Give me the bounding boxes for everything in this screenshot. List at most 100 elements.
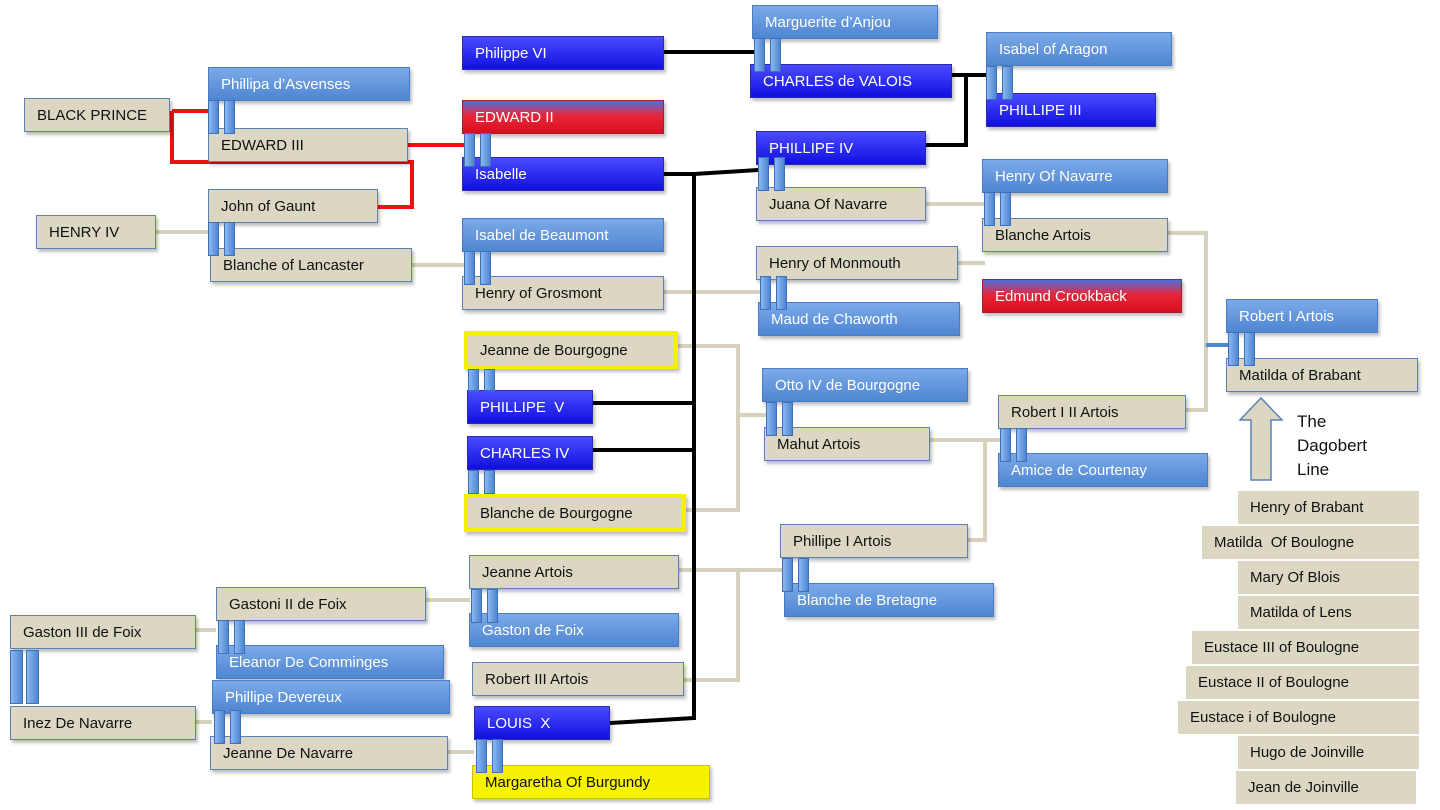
person-box[interactable]: Edmund Crookback <box>982 279 1182 313</box>
marriage-link-marker <box>214 710 225 744</box>
marriage-link-marker <box>492 739 503 773</box>
person-box[interactable]: Blanche de Bourgogne <box>464 494 686 532</box>
marriage-link-marker <box>782 402 793 436</box>
marriage-link-marker <box>480 251 491 285</box>
person-box[interactable]: Jeanne de Bourgogne <box>464 331 678 369</box>
marriage-link-marker <box>1244 332 1255 366</box>
marriage-link-marker <box>782 558 793 592</box>
marriage-link-marker <box>468 369 479 391</box>
dagobert-ancestor[interactable]: Jean de Joinville <box>1236 771 1416 805</box>
person-box[interactable]: Jeanne De Navarre <box>210 736 448 770</box>
marriage-link-marker <box>1228 332 1239 366</box>
person-box[interactable]: Inez De Navarre <box>10 706 196 740</box>
marriage-link-marker <box>476 739 487 773</box>
marriage-link-marker <box>468 470 479 494</box>
person-box[interactable]: PHILLIPE V <box>467 390 593 424</box>
marriage-link-marker <box>234 620 245 654</box>
dagobert-ancestor[interactable]: Eustace II of Boulogne <box>1186 666 1419 700</box>
marriage-link-marker <box>1000 428 1011 462</box>
marriage-link-marker <box>766 402 777 436</box>
person-box[interactable]: Gaston de Foix <box>469 613 679 647</box>
person-box[interactable]: Philippe VI <box>462 36 664 70</box>
person-box[interactable]: CHARLES IV <box>467 436 593 470</box>
marriage-link-marker <box>986 66 997 100</box>
marriage-link-marker <box>208 100 219 134</box>
dagobert-ancestor[interactable]: Matilda Of Boulogne <box>1202 526 1419 560</box>
person-box[interactable]: Phillipa d’Asvenses <box>208 67 410 101</box>
label-line: The <box>1297 412 1327 431</box>
person-box[interactable]: Isabelle <box>462 157 664 191</box>
dagobert-ancestor[interactable]: Mary Of Blois <box>1238 561 1419 595</box>
marriage-link-marker <box>754 38 765 72</box>
person-box[interactable]: PHILLIPE III <box>986 93 1156 127</box>
label-line: Dagobert <box>1297 436 1367 455</box>
person-box[interactable]: Henry Of Navarre <box>982 159 1168 193</box>
person-box[interactable]: Robert III Artois <box>472 662 684 696</box>
marriage-link-marker <box>230 710 241 744</box>
red-connectors <box>170 109 464 209</box>
marriage-link-marker <box>984 192 995 226</box>
up-arrow-icon <box>1238 396 1284 481</box>
dagobert-ancestor[interactable]: Eustace III of Boulogne <box>1192 631 1419 665</box>
marriage-link-marker <box>464 133 475 167</box>
marriage-link-marker <box>480 133 491 167</box>
person-box[interactable]: HENRY IV <box>36 215 156 249</box>
marriage-link-marker <box>464 251 475 285</box>
person-box[interactable]: Robert I Artois <box>1226 299 1378 333</box>
person-box[interactable]: Amice de Courtenay <box>998 453 1208 487</box>
marriage-link-marker <box>208 222 219 256</box>
person-box[interactable]: Margaretha Of Burgundy <box>472 765 710 799</box>
marriage-link-marker <box>224 100 235 134</box>
person-box[interactable]: Robert I II Artois <box>998 395 1186 429</box>
dagobert-ancestor[interactable]: Eustace i of Boulogne <box>1178 701 1419 735</box>
dagobert-line-label: The Dagobert Line <box>1297 410 1367 482</box>
marriage-link-marker <box>224 222 235 256</box>
person-box[interactable]: Phillipe I Artois <box>780 524 968 558</box>
marriage-link-marker <box>484 470 495 494</box>
dagobert-ancestor[interactable]: Matilda of Lens <box>1238 596 1419 630</box>
dagobert-ancestor[interactable]: Henry of Brabant <box>1238 491 1419 525</box>
black-connectors <box>593 50 986 725</box>
person-box[interactable]: Juana Of Navarre <box>756 187 926 221</box>
marriage-link-marker <box>1000 192 1011 226</box>
person-box[interactable]: John of Gaunt <box>208 189 378 223</box>
person-box[interactable]: Otto IV de Bourgogne <box>762 368 968 402</box>
person-box[interactable]: EDWARD II <box>462 100 664 134</box>
marriage-link-marker <box>760 276 771 310</box>
person-box[interactable]: EDWARD III <box>208 128 408 162</box>
marriage-link-marker <box>758 157 769 191</box>
person-box[interactable]: BLACK PRINCE <box>24 98 170 132</box>
dagobert-ancestor[interactable]: Hugo de Joinville <box>1238 736 1419 770</box>
person-box[interactable]: Isabel of Aragon <box>986 32 1172 66</box>
person-box[interactable]: Jeanne Artois <box>469 555 679 589</box>
marriage-link-marker <box>1016 428 1027 462</box>
marriage-link-marker <box>774 157 785 191</box>
marriage-link-marker <box>471 589 482 623</box>
person-box[interactable]: Phillipe Devereux <box>212 680 450 714</box>
tan-connectors <box>156 202 1208 754</box>
person-box[interactable]: Henry of Grosmont <box>462 276 664 310</box>
person-box[interactable]: Blanche Artois <box>982 218 1168 252</box>
person-box[interactable]: Marguerite d’Anjou <box>752 5 938 39</box>
person-box[interactable]: Matilda of Brabant <box>1226 358 1418 392</box>
person-box[interactable]: Gastoni II de Foix <box>216 587 426 621</box>
marriage-link-marker <box>770 38 781 72</box>
marriage-link-marker <box>1002 66 1013 100</box>
marriage-link-marker <box>798 558 809 592</box>
marriage-link-marker <box>218 620 229 654</box>
marriage-link-marker <box>776 276 787 310</box>
marriage-link-marker <box>26 650 39 704</box>
person-box[interactable]: Isabel de Beaumont <box>462 218 664 252</box>
person-box[interactable]: LOUIS X <box>474 706 610 740</box>
person-box[interactable]: CHARLES de VALOIS <box>750 64 952 98</box>
marriage-link-marker <box>487 589 498 623</box>
person-box[interactable]: Blanche de Bretagne <box>784 583 994 617</box>
person-box[interactable]: Maud de Chaworth <box>758 302 960 336</box>
person-box[interactable]: Henry of Monmouth <box>756 246 958 280</box>
person-box[interactable]: Gaston III de Foix <box>10 615 196 649</box>
person-box[interactable]: Eleanor De Comminges <box>216 645 444 679</box>
marriage-link-marker <box>10 650 23 704</box>
person-box[interactable]: Blanche of Lancaster <box>210 248 412 282</box>
